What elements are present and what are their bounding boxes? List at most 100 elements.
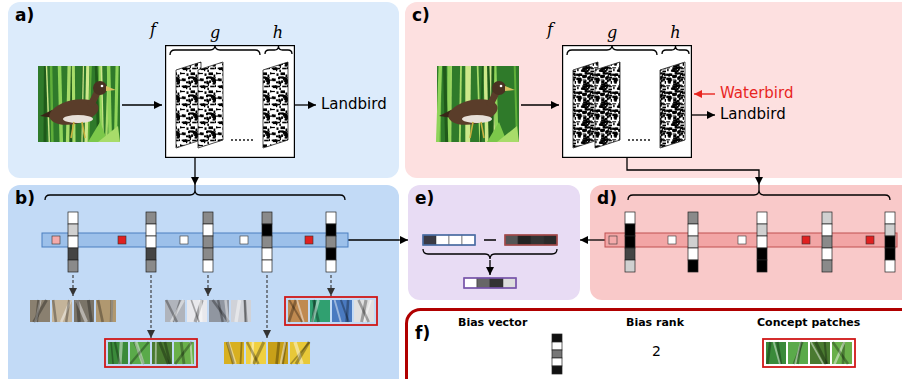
- class-label: Landbird: [321, 96, 387, 113]
- leaf: [98, 126, 120, 142]
- concept-patch: [246, 342, 266, 364]
- concept-patch: [30, 300, 50, 322]
- vector-cell: [822, 212, 832, 224]
- bird-head: [93, 81, 107, 95]
- patch-texture: [245, 300, 247, 322]
- connector: [627, 158, 759, 185]
- panel: e): [408, 185, 580, 300]
- concept-patch: [268, 342, 288, 364]
- patch-texture: [774, 342, 780, 364]
- patch-texture: [227, 342, 233, 364]
- patch-texture: [254, 342, 264, 364]
- score-square: [240, 236, 248, 244]
- dashed-arrow: [266, 275, 267, 338]
- concept-patch: [165, 300, 185, 322]
- ellipsis-dot: [632, 139, 634, 141]
- concept-patch: [187, 300, 207, 322]
- patch-texture: [312, 300, 318, 322]
- function-label: g: [607, 24, 617, 42]
- patch-texture: [110, 300, 113, 322]
- bird-leg: [71, 122, 74, 138]
- vector-cell: [203, 248, 213, 260]
- vector-cell: [146, 236, 156, 248]
- leader-line: [194, 185, 195, 190]
- vector-cell: [68, 224, 78, 236]
- patch-texture: [291, 342, 310, 364]
- vector-cell: [822, 248, 832, 260]
- highlight-frame: [763, 339, 855, 367]
- vector-cell: [146, 224, 156, 236]
- patch-texture: [175, 342, 192, 364]
- dashed-arrow: [150, 275, 151, 338]
- patch-texture: [247, 342, 259, 364]
- patch-texture: [110, 300, 113, 322]
- vector-cell: [262, 248, 272, 260]
- patch-texture: [833, 342, 848, 364]
- panel-label: b): [15, 189, 35, 209]
- brace: [265, 46, 292, 54]
- patch-texture: [166, 300, 177, 322]
- concept-patch: [152, 342, 172, 364]
- bird-belly: [462, 115, 492, 123]
- patch-texture: [244, 300, 247, 322]
- concept-patch: [174, 342, 194, 364]
- ellipsis-dot: [235, 139, 237, 141]
- patch-texture: [120, 342, 121, 364]
- minus-sign: [484, 239, 496, 241]
- score-square: [802, 236, 810, 244]
- patch-texture: [341, 300, 349, 322]
- panel-label: a): [15, 6, 34, 26]
- panel-background: [8, 185, 399, 379]
- network-box: f: [562, 45, 692, 158]
- key-heading: Bias rank: [626, 317, 684, 330]
- panel: a)f: [8, 2, 399, 178]
- panel-background: [8, 2, 399, 178]
- patch-texture: [171, 300, 183, 322]
- patch-texture: [226, 300, 229, 322]
- patch-texture: [130, 342, 149, 364]
- vector-cell: [326, 236, 336, 248]
- vector-cell: [503, 278, 516, 288]
- vector-cell: [885, 236, 895, 248]
- dashed-arrow: [207, 275, 208, 296]
- function-label: f: [547, 21, 553, 39]
- highlight-frame: [285, 297, 377, 325]
- patch-texture: [191, 300, 199, 322]
- patch-texture: [155, 342, 157, 364]
- patch-texture: [160, 342, 169, 364]
- function-label: h: [670, 24, 680, 42]
- ellipsis-dot: [243, 139, 245, 141]
- concept-patch: [290, 342, 310, 364]
- vector-cell: [757, 248, 767, 260]
- patch-texture: [36, 300, 41, 322]
- concept-patch: [209, 300, 229, 322]
- function-label: g: [210, 24, 220, 42]
- panel: b): [8, 185, 399, 379]
- connector: [194, 158, 195, 185]
- connector: [580, 239, 590, 240]
- patch-texture: [98, 300, 103, 322]
- feature-map: [263, 62, 288, 148]
- vector-cell: [757, 260, 767, 272]
- patch-texture: [277, 342, 279, 364]
- vector-cell: [625, 212, 635, 224]
- vector-cell: [757, 224, 767, 236]
- concept-patch: [108, 342, 128, 364]
- concept-patch: [766, 342, 786, 364]
- arrow: [295, 104, 316, 105]
- bird-beak: [106, 86, 116, 91]
- grass-blade: [445, 66, 447, 142]
- concept-patch: [52, 300, 72, 322]
- patch-texture: [34, 300, 47, 322]
- vector-cell: [203, 212, 213, 224]
- feature-map: [573, 62, 598, 148]
- concept-patch: [224, 342, 244, 364]
- leader-line: [590, 239, 605, 240]
- patch-texture: [218, 300, 223, 322]
- leader-line: [758, 185, 759, 190]
- grass-blade: [448, 66, 450, 142]
- grass-blade: [438, 66, 441, 142]
- arrow: [694, 93, 715, 94]
- vector-cell: [688, 224, 698, 236]
